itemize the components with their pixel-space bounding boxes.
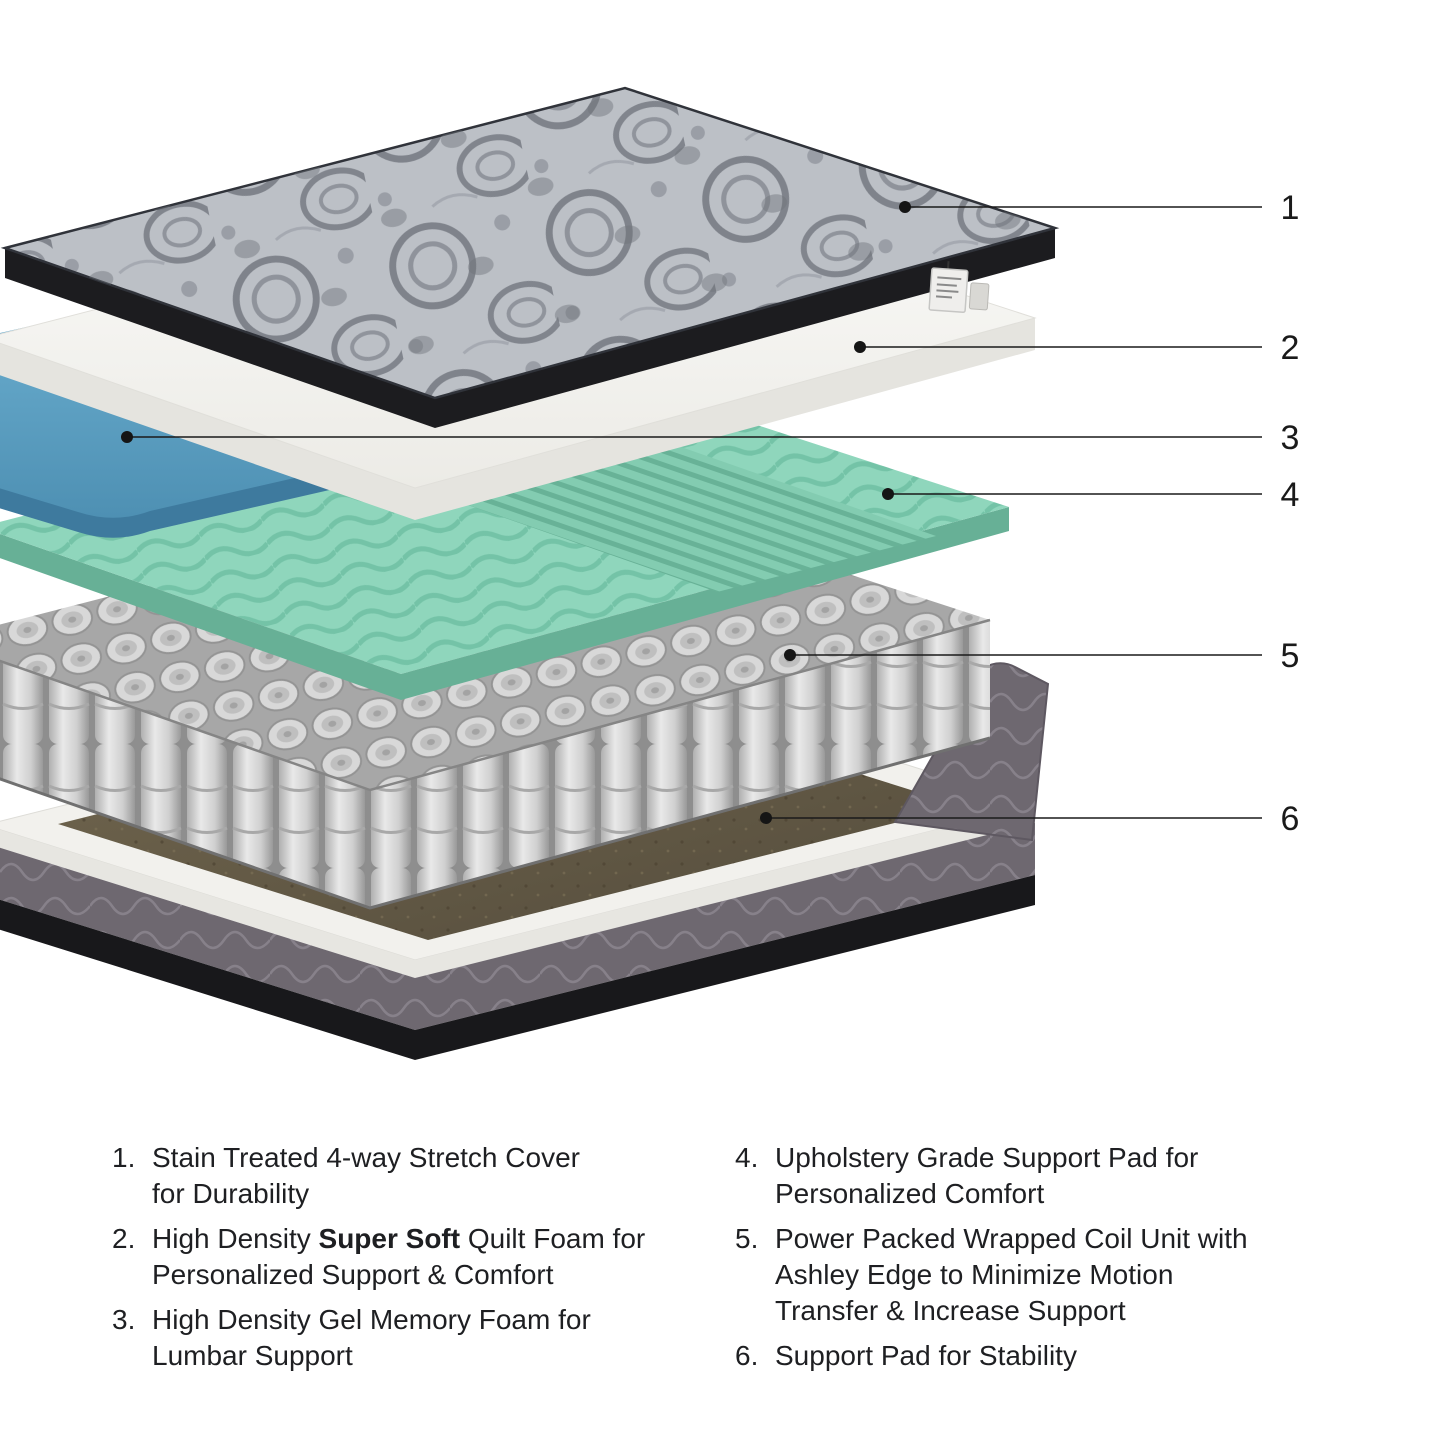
quilt-foam-side (0, 318, 1035, 520)
callout-dot-5 (784, 649, 796, 661)
callout-dot-3 (121, 431, 133, 443)
callout-number-4: 4 (1281, 476, 1300, 514)
callout-3: 3 (121, 419, 1299, 457)
legend-item-text: Support Pad for Stability (775, 1340, 1077, 1371)
callout-dot-2 (854, 341, 866, 353)
callouts: 1 2 3 4 5 (121, 189, 1299, 838)
green-pad-side (0, 507, 1009, 700)
coil-front-edge (0, 618, 991, 792)
legend-item-number: 5. (735, 1223, 759, 1254)
legend-item-number: 2. (112, 1223, 136, 1254)
coil-bottom-edge (0, 736, 991, 910)
callout-number-5: 5 (1281, 637, 1300, 675)
green-pad-top (0, 370, 1009, 674)
callout-number-6: 6 (1281, 800, 1300, 838)
cover-tufting (5, 88, 1055, 398)
base-black-band (0, 875, 1035, 1060)
base-gray-side (0, 823, 1035, 1030)
callout-6: 6 (760, 800, 1299, 838)
callout-dot-6 (760, 812, 772, 824)
legend-item-number: 4. (735, 1142, 759, 1173)
legend-item-6: 6. Support Pad for Stability (735, 1338, 1355, 1374)
layer-stretch-cover (0, 86, 1060, 428)
callout-dot-4 (882, 488, 894, 500)
coil-front-right-face (370, 620, 990, 908)
legend-item-number: 6. (735, 1340, 759, 1371)
mattress-exploded-diagram: 1 2 3 4 5 (0, 86, 1299, 1060)
callout-number-2: 2 (1281, 329, 1300, 367)
base-white-side (0, 805, 1035, 978)
coil-front-left-face (0, 660, 370, 908)
cover-black-border (5, 228, 1055, 428)
legend-item-number: 3. (112, 1304, 136, 1335)
legend-item-2: 2. High Density Super Soft Quilt Foam for… (112, 1221, 712, 1293)
callout-number-1: 1 (1281, 189, 1300, 227)
brand-tag (928, 261, 990, 314)
callout-dot-1 (899, 201, 911, 213)
callout-1: 1 (899, 189, 1299, 227)
callout-4: 4 (882, 476, 1299, 514)
callout-number-3: 3 (1281, 419, 1300, 457)
callout-5: 5 (784, 637, 1299, 675)
legend-item-number: 1. (112, 1142, 136, 1173)
callout-2: 2 (854, 329, 1299, 367)
